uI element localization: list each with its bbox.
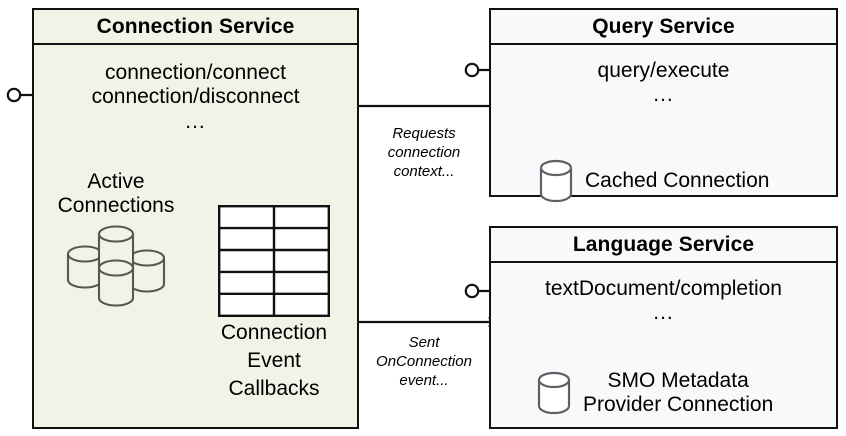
- active-connections-label-line2: Connections: [57, 193, 175, 217]
- connection-service-title: Connection Service: [34, 10, 357, 45]
- query-service-title: Query Service: [491, 10, 836, 45]
- edge-label-line2: OnConnection: [376, 352, 472, 370]
- operation-connection-disconnect[interactable]: connection/disconnect: [91, 85, 300, 109]
- connection-service-body: connection/connect connection/disconnect…: [34, 45, 357, 427]
- query-service-resource: Cached Connection: [537, 157, 769, 205]
- event-callbacks-label-line2: Event: [247, 348, 301, 372]
- edge-label-sent-onconnection-event: Sent OnConnection event...: [362, 334, 486, 390]
- component-query-service[interactable]: Query Service query/execute ... Cached C…: [489, 8, 838, 203]
- operation-ellipsis: ...: [653, 83, 674, 107]
- language-service-operations: textDocument/completion ...: [491, 277, 836, 326]
- operation-query-execute[interactable]: query/execute: [597, 59, 730, 82]
- operation-textdocument-completion[interactable]: textDocument/completion: [545, 277, 782, 300]
- part-active-connections: Active Connections: [42, 170, 190, 313]
- operation-ellipsis: ...: [653, 301, 674, 325]
- smo-resource-label-line2: Provider Connection: [583, 393, 774, 417]
- edge-label-line2: connection: [387, 143, 461, 161]
- query-service-operations: query/execute ...: [491, 59, 836, 108]
- edge-label-line1: Sent: [408, 334, 440, 351]
- component-language-service[interactable]: Language Service textDocument/completion…: [489, 226, 838, 429]
- smo-resource-label-line1: SMO Metadata: [607, 369, 749, 392]
- database-cylinder-icon: [537, 372, 571, 415]
- edge-label-requests-connection-context: Requests connection context...: [362, 125, 486, 181]
- event-callbacks-label-line1: Connection: [220, 321, 328, 344]
- operation-connection-connect[interactable]: connection/connect: [105, 61, 286, 84]
- language-service-resource: SMO Metadata Provider Connection: [535, 369, 773, 417]
- table-grid-icon: [218, 205, 330, 317]
- database-cylinder-icon: [539, 159, 573, 203]
- active-connections-label-line1: Active: [87, 170, 145, 193]
- query-service-body: query/execute ... Cached Connection: [491, 45, 836, 203]
- smo-metadata-provider-connection-label-group: SMO Metadata Provider Connection: [583, 369, 773, 417]
- edge-label-line1: Requests: [392, 125, 456, 142]
- cached-connection-label: Cached Connection: [585, 168, 770, 192]
- cylinder-cluster-icon-wrapper: [42, 222, 190, 313]
- language-service-title: Language Service: [491, 228, 836, 263]
- connection-service-operations: connection/connect connection/disconnect…: [34, 61, 357, 134]
- cylinder-cluster-icon: [66, 225, 166, 307]
- edge-label-line3: event...: [399, 371, 449, 389]
- language-service-body: textDocument/completion ... SMO Metadata…: [491, 263, 836, 427]
- component-connection-service[interactable]: Connection Service connection/connect co…: [32, 8, 359, 429]
- edge-label-line3: context...: [393, 162, 455, 180]
- event-callbacks-label-line3: Callbacks: [228, 376, 320, 400]
- part-connection-event-callbacks: Connection Event Callbacks: [194, 205, 354, 401]
- operation-ellipsis: ...: [185, 109, 206, 133]
